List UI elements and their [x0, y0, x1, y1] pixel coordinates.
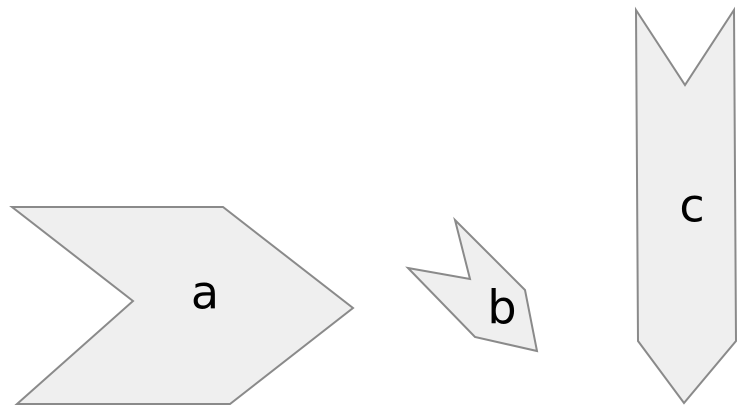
- shape-c: c: [634, 6, 738, 405]
- chevron-shape-b: [405, 216, 539, 353]
- shape-b: b: [405, 216, 539, 353]
- label-b: b: [487, 281, 516, 335]
- label-a: a: [191, 266, 219, 320]
- shape-a: a: [9, 206, 355, 405]
- chevron-shape-a: [9, 206, 355, 405]
- chevron-shape-c: [634, 6, 738, 405]
- label-c: c: [679, 179, 704, 233]
